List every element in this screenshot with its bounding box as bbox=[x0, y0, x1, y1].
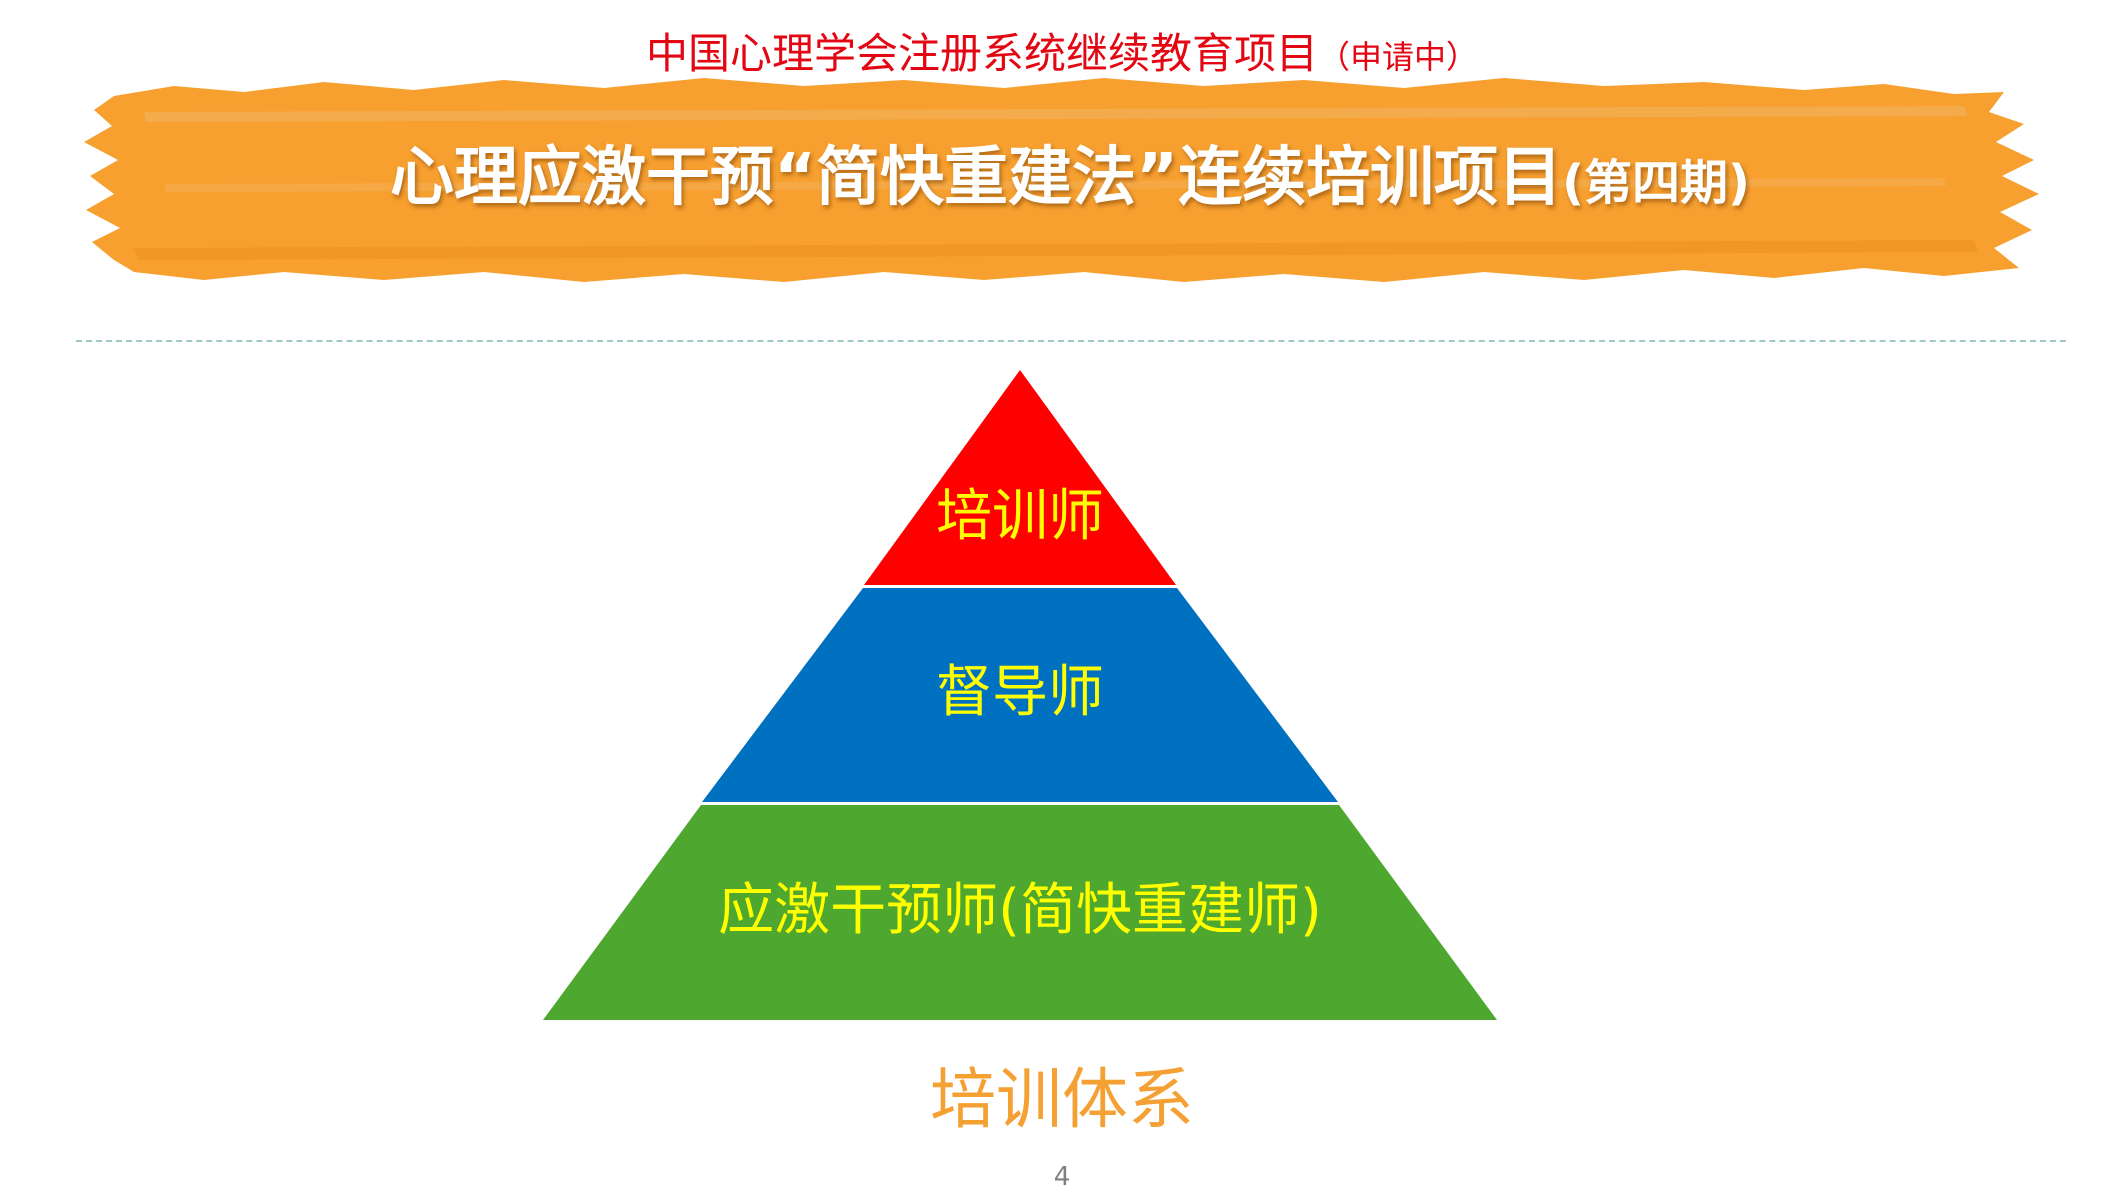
tier-label-supervisor: 督导师 bbox=[936, 660, 1104, 725]
program-phase: (第四期) bbox=[1562, 155, 1750, 211]
org-status: （申请中） bbox=[1318, 38, 1479, 76]
pyramid-tier-bottom bbox=[543, 805, 1497, 1020]
training-pyramid: 培训师 督导师 应激干预师(简快重建师) bbox=[540, 370, 1500, 1020]
dashed-divider bbox=[76, 340, 2066, 342]
pyramid-caption: 培训体系 bbox=[930, 1061, 1194, 1138]
tier-label-practitioner: 应激干预师(简快重建师) bbox=[718, 878, 1322, 943]
pyramid-tier-top bbox=[864, 370, 1176, 585]
program-title-main: 心理应激干预“简快重建法”连续培训项目 bbox=[389, 141, 1563, 215]
program-title: 心理应激干预“简快重建法”连续培训项目(第四期) bbox=[84, 138, 2056, 223]
org-title: 中国心理学会注册系统继续教育项目（申请中） bbox=[0, 28, 2124, 83]
pyramid-graphic bbox=[543, 370, 1497, 1020]
org-line: 中国心理学会注册系统继续教育项目 bbox=[645, 29, 1318, 78]
title-banner: 心理应激干预“简快重建法”连续培训项目(第四期) bbox=[84, 72, 2056, 288]
page-number: 4 bbox=[1053, 1162, 1071, 1192]
pyramid-tier-middle bbox=[702, 588, 1338, 802]
brush-stroke-background bbox=[84, 78, 2039, 282]
tier-label-trainer: 培训师 bbox=[936, 484, 1104, 549]
